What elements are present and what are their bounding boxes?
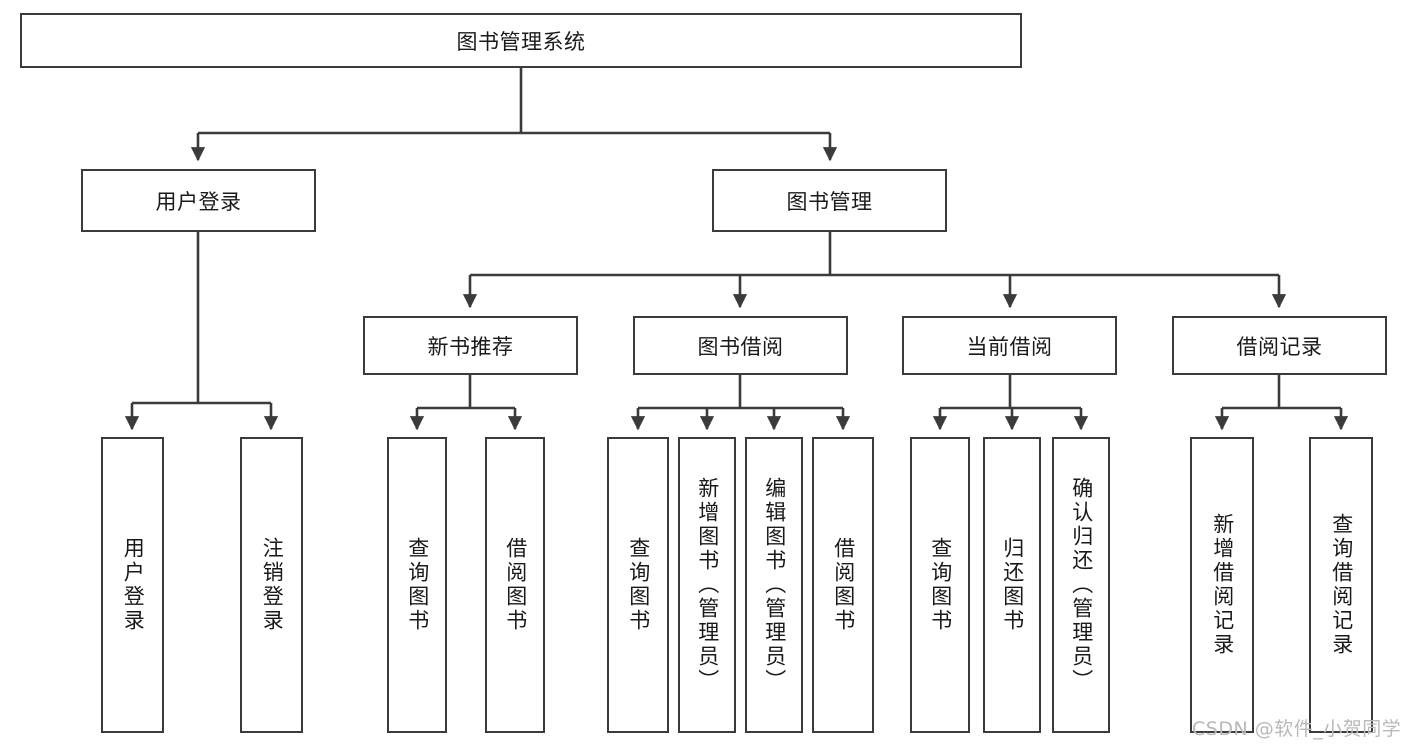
node-user-login-label: 用户登录 [155, 189, 242, 214]
node-new-book-recommend-label: 新书推荐 [427, 334, 514, 359]
csdn-watermark: CSDN @软件_小贺同学 [1192, 718, 1402, 740]
node-root[interactable]: 图书管理系统 [20, 13, 1022, 68]
node-leaf-edit-book[interactable]: 编辑图书（管理员） [745, 437, 803, 733]
node-leaf-user-login-label: 用户登录 [121, 537, 146, 633]
node-root-label: 图书管理系统 [456, 29, 586, 54]
node-leaf-query-book-1-label: 查询图书 [405, 537, 430, 633]
node-leaf-add-book[interactable]: 新增图书（管理员） [678, 437, 736, 733]
node-leaf-borrow-book-2-label: 借阅图书 [831, 537, 856, 633]
node-leaf-return-book-label: 归还图书 [1000, 537, 1025, 633]
node-leaf-borrow-book-2[interactable]: 借阅图书 [812, 437, 874, 733]
node-leaf-query-record-label: 查询借阅记录 [1329, 513, 1354, 657]
node-book-manage[interactable]: 图书管理 [712, 169, 947, 232]
node-leaf-edit-book-label: 编辑图书（管理员） [762, 477, 787, 693]
node-leaf-add-record-label: 新增借阅记录 [1210, 513, 1235, 657]
node-borrow-record[interactable]: 借阅记录 [1172, 316, 1387, 375]
node-leaf-user-login[interactable]: 用户登录 [101, 437, 164, 733]
node-leaf-user-logout-label: 注销登录 [260, 537, 285, 633]
node-borrow-record-label: 借阅记录 [1236, 334, 1323, 359]
node-leaf-user-logout[interactable]: 注销登录 [240, 437, 303, 733]
node-leaf-return-book[interactable]: 归还图书 [983, 437, 1041, 733]
node-user-login[interactable]: 用户登录 [81, 169, 316, 232]
node-leaf-add-book-label: 新增图书（管理员） [695, 477, 720, 693]
node-leaf-query-record[interactable]: 查询借阅记录 [1309, 437, 1373, 733]
node-leaf-borrow-book-1[interactable]: 借阅图书 [485, 437, 545, 733]
node-leaf-query-book-2[interactable]: 查询图书 [607, 437, 669, 733]
node-leaf-query-book-1[interactable]: 查询图书 [387, 437, 447, 733]
node-leaf-query-book-3-label: 查询图书 [928, 537, 953, 633]
node-leaf-add-record[interactable]: 新增借阅记录 [1190, 437, 1254, 733]
node-leaf-confirm-return-label: 确认归还（管理员） [1069, 477, 1094, 693]
node-leaf-query-book-3[interactable]: 查询图书 [910, 437, 970, 733]
node-book-borrow-label: 图书借阅 [697, 334, 784, 359]
node-book-manage-label: 图书管理 [786, 189, 873, 214]
node-leaf-confirm-return[interactable]: 确认归还（管理员） [1052, 437, 1110, 733]
node-leaf-query-book-2-label: 查询图书 [626, 537, 651, 633]
node-new-book-recommend[interactable]: 新书推荐 [363, 316, 578, 375]
node-leaf-borrow-book-1-label: 借阅图书 [503, 537, 528, 633]
node-current-borrow[interactable]: 当前借阅 [902, 316, 1117, 375]
node-current-borrow-label: 当前借阅 [966, 334, 1053, 359]
node-book-borrow[interactable]: 图书借阅 [633, 316, 848, 375]
